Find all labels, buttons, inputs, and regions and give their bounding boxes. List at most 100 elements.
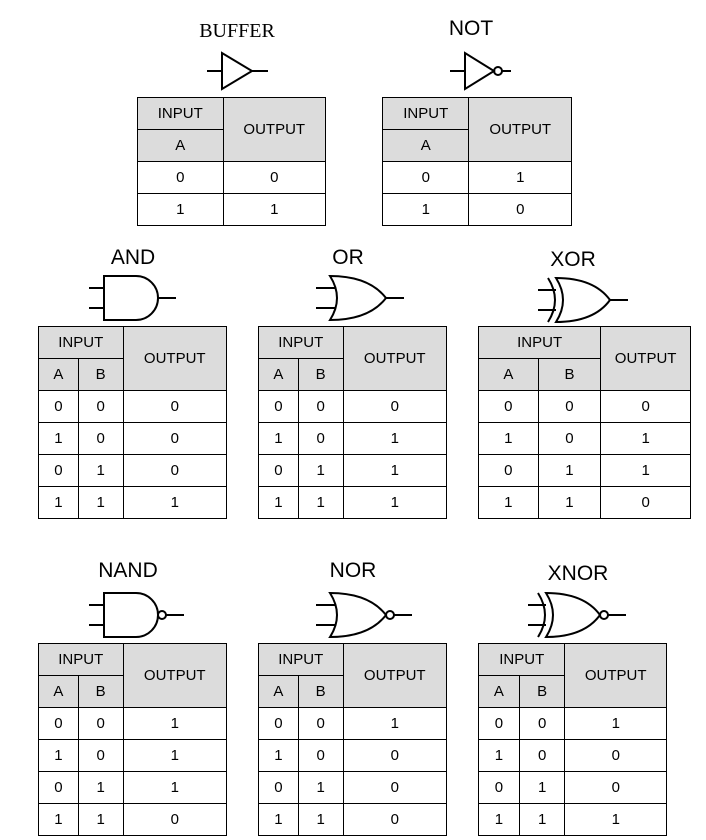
input-header: INPUT [477, 643, 566, 676]
cell-b: 0 [297, 707, 344, 740]
input-header: INPUT [38, 326, 124, 359]
cell-output: 0 [342, 803, 447, 836]
cell-output: 0 [600, 390, 691, 423]
cell-a: 1 [38, 422, 79, 455]
cell-b: 1 [77, 771, 124, 804]
cell-output: 0 [122, 803, 227, 836]
cell-a: 0 [478, 771, 520, 804]
cell-a: 0 [258, 390, 299, 423]
b-header: B [297, 675, 344, 708]
cell-a: 1 [137, 193, 224, 226]
cell-b: 1 [77, 803, 124, 836]
cell-a: 0 [258, 707, 299, 740]
buffer-title: BUFFER [199, 20, 275, 42]
cell-output: 0 [342, 771, 447, 804]
cell-a: 1 [258, 422, 299, 455]
cell-output: 0 [564, 771, 667, 804]
cell-output: 1 [342, 707, 447, 740]
cell-a: 0 [258, 454, 299, 487]
cell-a: 0 [381, 161, 470, 194]
not-gate-icon [450, 51, 511, 91]
cell-b: 1 [77, 454, 124, 487]
output-header: OUTPUT [468, 97, 572, 162]
cell-output: 1 [122, 771, 227, 804]
cell-a: 0 [478, 390, 539, 423]
cell-b: 1 [77, 486, 124, 519]
cell-b: 0 [77, 390, 124, 423]
cell-output: 1 [342, 454, 447, 487]
a-header: A [137, 129, 224, 162]
a-header: A [38, 675, 79, 708]
cell-b: 1 [297, 803, 344, 836]
a-header: A [258, 358, 299, 391]
cell-a: 0 [137, 161, 224, 194]
output-header: OUTPUT [564, 643, 667, 708]
cell-output: 0 [342, 390, 447, 423]
cell-a: 0 [38, 454, 79, 487]
cell-a: 0 [38, 707, 79, 740]
cell-b: 0 [77, 739, 124, 772]
b-header: B [537, 358, 602, 391]
cell-b: 1 [297, 454, 344, 487]
cell-b: 0 [77, 707, 124, 740]
a-header: A [258, 675, 299, 708]
xor-gate-icon [538, 276, 628, 324]
cell-a: 1 [478, 486, 539, 519]
xnor-title: XNOR [547, 562, 609, 585]
cell-a: 0 [38, 390, 79, 423]
nand-title: NAND [98, 559, 158, 582]
cell-b: 1 [537, 486, 602, 519]
b-header: B [297, 358, 344, 391]
cell-output: 0 [122, 390, 227, 423]
cell-output: 1 [468, 161, 572, 194]
cell-b: 0 [77, 422, 124, 455]
cell-output: 0 [600, 486, 691, 519]
input-header: INPUT [258, 326, 344, 359]
a-header: A [381, 129, 470, 162]
cell-output: 1 [600, 454, 691, 487]
output-header: OUTPUT [122, 643, 227, 708]
cell-b: 0 [297, 390, 344, 423]
cell-b: 0 [297, 739, 344, 772]
cell-output: 1 [222, 193, 326, 226]
input-header: INPUT [38, 643, 124, 676]
cell-output: 0 [468, 193, 572, 226]
cell-output: 0 [222, 161, 326, 194]
buffer-gate-icon [207, 51, 268, 91]
cell-a: 1 [478, 422, 539, 455]
cell-output: 0 [342, 739, 447, 772]
cell-output: 0 [564, 739, 667, 772]
input-header: INPUT [137, 97, 224, 130]
output-header: OUTPUT [222, 97, 326, 162]
cell-b: 0 [537, 422, 602, 455]
a-header: A [38, 358, 79, 391]
